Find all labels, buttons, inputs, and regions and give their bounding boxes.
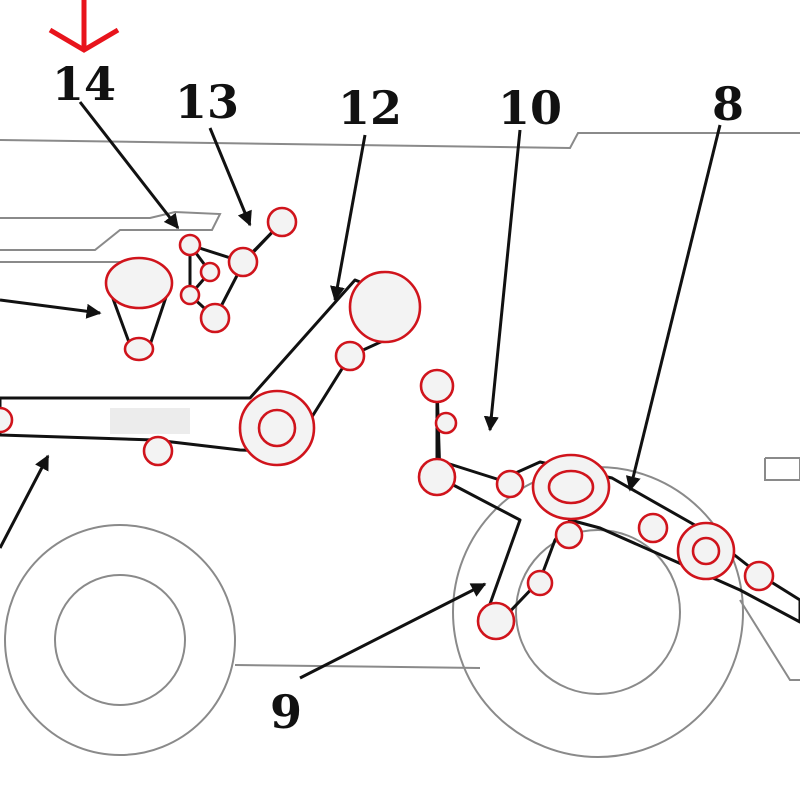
front-wheel-hub <box>54 574 186 706</box>
pulley-10c <box>417 457 457 497</box>
rear-wheel-hub <box>515 529 681 695</box>
pulley-main-inner <box>257 408 297 448</box>
pulleys <box>0 206 775 641</box>
pulley-9a <box>526 569 554 597</box>
pulley-14b <box>199 261 221 283</box>
arrow-cone <box>0 298 102 319</box>
arrow-left-lower <box>0 454 50 549</box>
label-10: 10 <box>498 81 562 135</box>
pulley-13b <box>227 246 259 278</box>
pulley-12-large <box>348 270 422 344</box>
front-wheel <box>4 524 236 756</box>
pulley-8-idler-b <box>637 512 669 544</box>
callout-arrows <box>0 101 722 680</box>
pulley-8-idler-a <box>554 520 584 550</box>
pulley-8-main-inner <box>547 469 595 505</box>
label-8: 8 <box>712 77 744 131</box>
arrow-9 <box>299 582 487 680</box>
front-wheel-tire <box>4 524 236 756</box>
label-12: 12 <box>338 81 402 135</box>
pulley-9b <box>476 601 516 641</box>
down-arrow-icon <box>48 0 120 53</box>
down-arrow-head <box>48 27 120 53</box>
machine-body <box>0 132 800 681</box>
pulley-14c <box>179 284 201 306</box>
arrow-13 <box>208 127 252 227</box>
pulley-10d <box>495 469 525 499</box>
frame-shade <box>110 408 190 434</box>
pulley-14d <box>199 302 231 334</box>
arrow-10 <box>483 129 522 432</box>
chassis-line <box>234 664 481 669</box>
arrow-14 <box>78 101 180 230</box>
pulley-arm-idler <box>142 435 174 467</box>
pulley-13a <box>266 206 298 238</box>
pulley-14a <box>178 233 202 257</box>
pulley-10a <box>419 368 455 404</box>
label-13: 13 <box>175 75 239 129</box>
pulley-cone-top <box>104 256 174 310</box>
callout-labels: 14 13 12 10 8 9 <box>52 57 744 739</box>
pulley-12-idler <box>334 340 366 372</box>
arrow-8 <box>625 124 722 492</box>
rear-frame <box>739 599 800 681</box>
label-9: 9 <box>270 685 302 739</box>
arrow-12 <box>330 134 367 302</box>
rear-step <box>764 457 800 481</box>
label-14: 14 <box>52 57 116 111</box>
pulley-left-edge <box>0 406 14 434</box>
pulley-cone-bottom <box>123 336 155 362</box>
upper-panel-line <box>0 210 222 251</box>
pulley-10b <box>434 411 458 435</box>
pulley-8-rear-inner <box>691 536 721 566</box>
roof-line <box>0 132 800 150</box>
pulley-8-end <box>743 560 775 592</box>
